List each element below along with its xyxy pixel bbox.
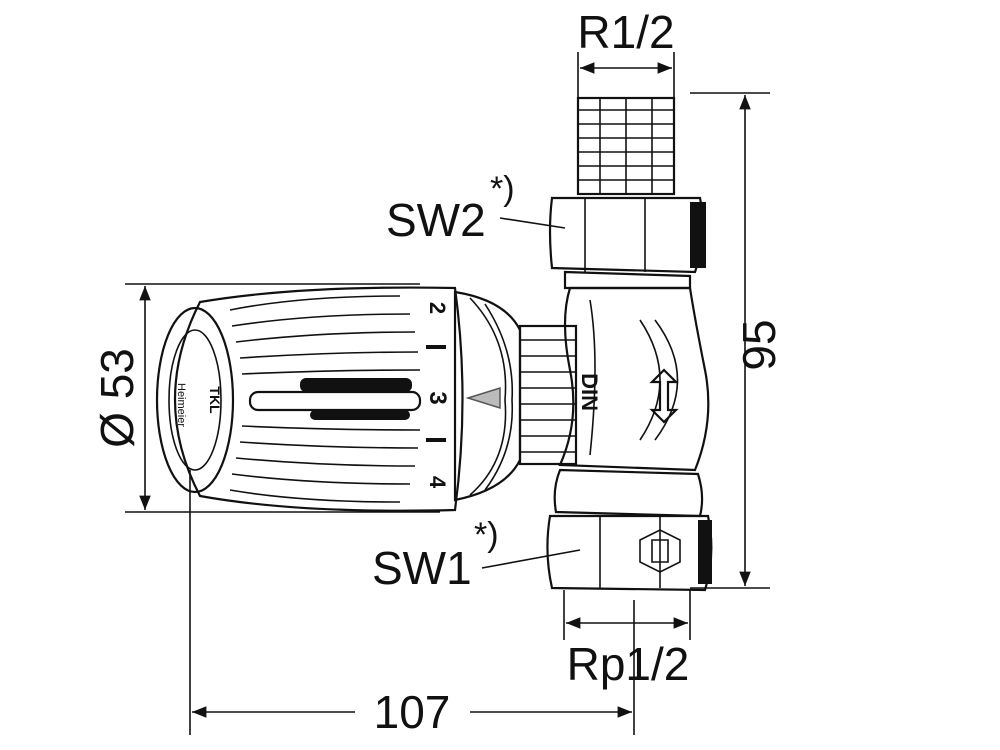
scale-mark-3: 3 [424, 391, 451, 404]
logo-text: TKL [207, 386, 223, 414]
brand-text: Heimeier [175, 383, 187, 427]
dimension-107: 107 [189, 470, 635, 738]
callout-sw1-label: SW1 [372, 542, 472, 594]
dimension-r12: R1/2 [577, 6, 675, 100]
dimension-diameter-label: Ø 53 [91, 348, 143, 448]
dimension-r12-label: R1/2 [577, 6, 674, 58]
callout-sw1-footnote: *) [474, 516, 499, 554]
dimension-rp12: Rp1/2 [563, 590, 691, 690]
callout-sw2-label: SW2 [386, 194, 486, 246]
setting-pointer-icon [465, 386, 501, 410]
din-marking: DIN [577, 373, 602, 411]
callout-sw1: SW1 *) [372, 516, 581, 594]
callout-sw2-footnote: *) [490, 170, 515, 208]
valve-body: DIN [546, 96, 713, 592]
dimension-rp12-label: Rp1/2 [567, 638, 690, 690]
dimension-95-label: 95 [733, 319, 785, 370]
dimension-95: 95 [690, 92, 785, 589]
dimension-diameter: Ø 53 [91, 283, 440, 513]
dimension-107-label: 107 [374, 686, 451, 738]
flow-arrow-icon [649, 368, 679, 424]
thermostatic-head: Heimeier TKL 2 3 4 [155, 286, 578, 512]
scale-mark-4: 4 [425, 476, 450, 489]
callout-sw2: SW2 *) [386, 170, 566, 246]
scale-mark-2: 2 [425, 302, 450, 314]
hex-nut-logo-icon [639, 529, 681, 573]
